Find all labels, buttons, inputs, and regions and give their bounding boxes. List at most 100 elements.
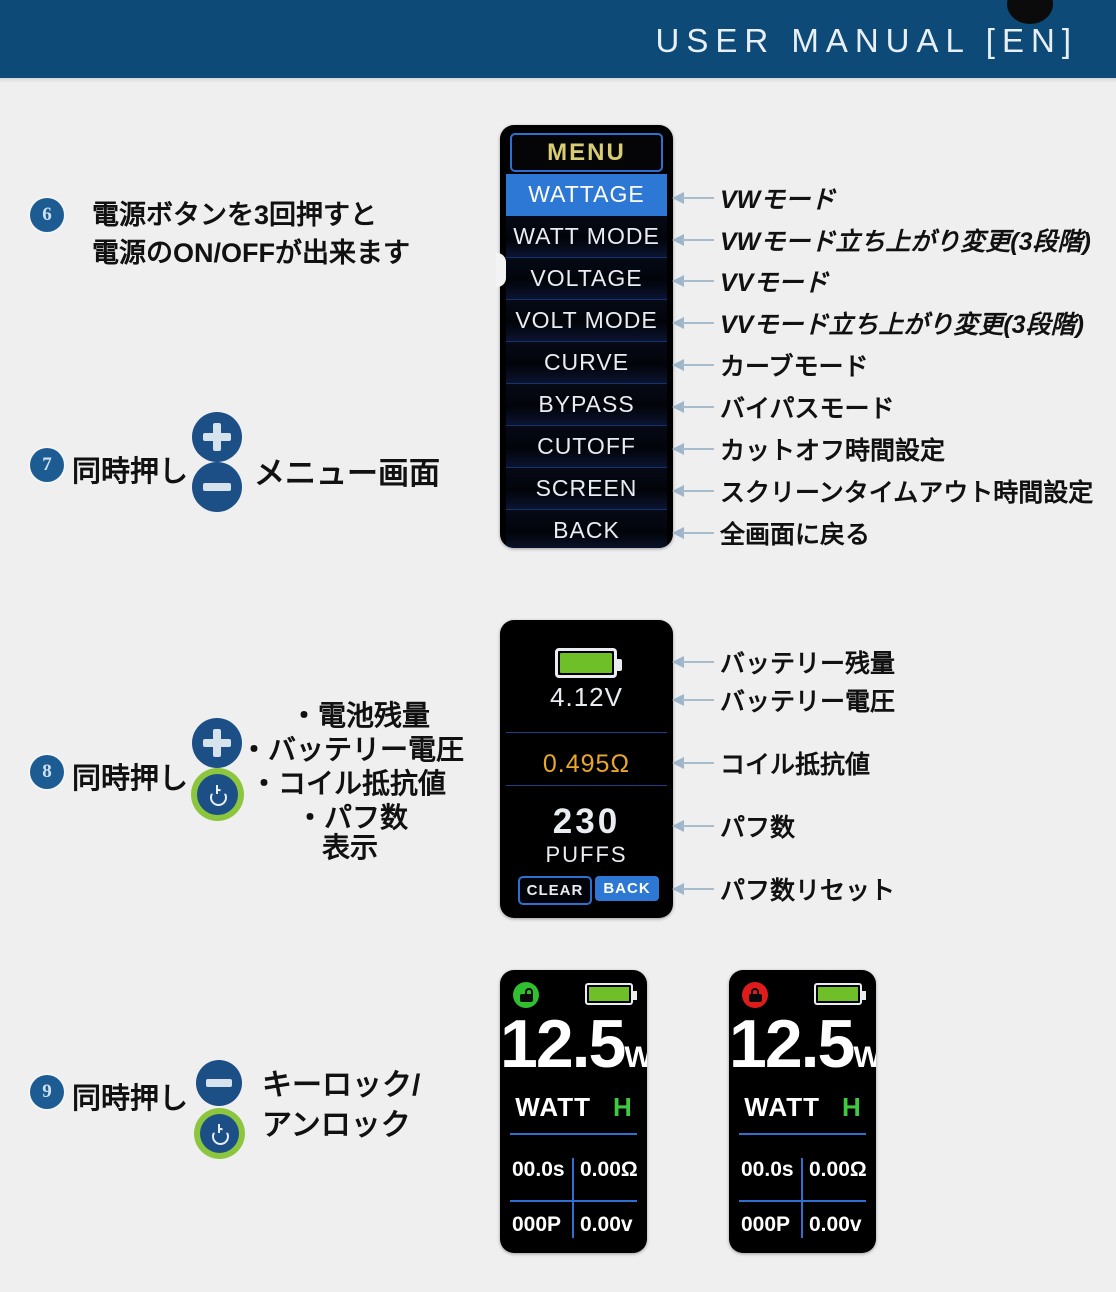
battery-fill bbox=[818, 987, 858, 1001]
back-button[interactable]: BACK bbox=[595, 876, 659, 901]
info-screen-device: 4.12V 0.495Ω 230 PUFFS CLEAR BACK bbox=[500, 620, 673, 918]
callout-text: パフ数 bbox=[720, 814, 796, 842]
arrow-left-icon bbox=[672, 694, 714, 706]
battery-fill bbox=[560, 653, 612, 673]
mode-level-label: H bbox=[841, 1092, 861, 1122]
page-header: USER MANUAL [EN] bbox=[0, 0, 1116, 78]
clear-button[interactable]: CLEAR bbox=[518, 876, 592, 905]
step-6-line-2: 電源のON/OFFが出来ます bbox=[92, 238, 410, 268]
callout-menu-curve: カーブモード bbox=[672, 347, 869, 383]
plus-icon-vertical bbox=[213, 729, 221, 757]
battery-icon bbox=[814, 983, 866, 1005]
arrow-left-icon bbox=[672, 656, 714, 668]
stat-cell-puffs: 000P bbox=[512, 1213, 562, 1236]
divider-line-2 bbox=[506, 785, 667, 786]
minus-icon bbox=[206, 1079, 232, 1087]
plus-button-step-8[interactable] bbox=[192, 718, 242, 768]
padlock-open-glyph bbox=[519, 988, 533, 1002]
callout-puff-reset: パフ数リセット bbox=[672, 871, 895, 907]
plus-icon-vertical bbox=[213, 423, 221, 451]
arrow-left-icon bbox=[672, 757, 714, 769]
step-number-9: 9 bbox=[30, 1075, 64, 1109]
arrow-left-icon bbox=[672, 192, 714, 204]
divider-line-top bbox=[510, 1133, 637, 1135]
menu-screen-device: MENU WATTAGE WATT MODE VOLTAGE VOLT MODE… bbox=[500, 125, 673, 548]
callout-menu-bypass: バイパスモード bbox=[672, 389, 895, 425]
callout-text: VVモード bbox=[720, 269, 829, 297]
arrow-left-icon bbox=[672, 443, 714, 455]
callout-text: VWモード bbox=[720, 186, 836, 214]
step-8-result-line-2: ・バッテリー電圧 bbox=[240, 734, 465, 765]
step-7-result: メニュー画面 bbox=[254, 456, 440, 491]
divider-line-1 bbox=[506, 732, 667, 733]
header-dot-decoration bbox=[1007, 0, 1053, 24]
battery-nub bbox=[861, 991, 866, 1000]
callout-text: カットオフ時間設定 bbox=[720, 437, 946, 465]
arrow-left-icon bbox=[672, 527, 714, 539]
battery-icon bbox=[585, 983, 637, 1005]
power-icon bbox=[209, 785, 226, 803]
menu-item-bypass[interactable]: BYPASS bbox=[506, 384, 667, 426]
step-number-8: 8 bbox=[30, 755, 64, 789]
callout-menu-cutoff: カットオフ時間設定 bbox=[672, 431, 945, 467]
arrow-left-icon bbox=[672, 883, 714, 895]
mode-label: WATT bbox=[744, 1092, 820, 1122]
menu-item-screen[interactable]: SCREEN bbox=[506, 468, 667, 510]
callout-text: 全画面に戻る bbox=[720, 521, 871, 549]
battery-nub bbox=[632, 991, 637, 1000]
step-6-line-1: 電源ボタンを3回押すと bbox=[92, 200, 378, 230]
callout-text: カーブモード bbox=[720, 353, 869, 381]
power-button-step-9[interactable] bbox=[194, 1108, 245, 1159]
step-9-result-line-1: キーロック/ bbox=[262, 1069, 421, 1102]
step-8-result-line-4: ・パフ数 bbox=[296, 802, 409, 833]
step-9-result-line-2: アンロック bbox=[262, 1109, 411, 1142]
menu-item-cutoff[interactable]: CUTOFF bbox=[506, 426, 667, 468]
callout-menu-back: 全画面に戻る bbox=[672, 515, 870, 551]
callout-menu-screen: スクリーンタイムアウト時間設定 bbox=[672, 473, 1093, 509]
step-8-press-label: 同時押し bbox=[72, 763, 189, 795]
header-shadow bbox=[0, 78, 1116, 83]
mode-level-label: H bbox=[612, 1092, 632, 1122]
watt-screen-unlocked: 12.5W WATT H 00.0s 0.00Ω 000P 0.00v bbox=[500, 970, 647, 1253]
callout-menu-wattage: VWモード bbox=[672, 180, 835, 216]
power-value-group: 12.5W bbox=[729, 1010, 876, 1092]
coil-resistance-value: 0.495Ω bbox=[542, 750, 631, 778]
step-8-result-line-3: ・コイル抵抗値 bbox=[250, 768, 447, 799]
battery-fill bbox=[589, 987, 629, 1001]
menu-item-watt-mode[interactable]: WATT MODE bbox=[506, 216, 667, 258]
divider-line-vertical bbox=[572, 1158, 574, 1238]
callout-text: バイパスモード bbox=[720, 395, 895, 423]
power-button-inner bbox=[200, 1114, 239, 1153]
stat-cell-resistance: 0.00Ω bbox=[809, 1158, 867, 1181]
power-button-step-8[interactable] bbox=[191, 768, 244, 821]
step-7-press-label: 同時押し bbox=[72, 456, 189, 488]
battery-voltage-value: 4.12V bbox=[550, 682, 623, 712]
callout-text: VWモード立ち上がり変更(3段階) bbox=[720, 228, 1091, 256]
divider-line-top bbox=[739, 1133, 866, 1135]
stat-cell-time: 00.0s bbox=[741, 1158, 794, 1181]
step-number-6: 6 bbox=[30, 198, 64, 232]
minus-button-step-9[interactable] bbox=[196, 1060, 242, 1106]
callout-menu-watt-mode: VWモード立ち上がり変更(3段階) bbox=[672, 222, 1091, 258]
plus-button-step-7[interactable] bbox=[192, 412, 242, 462]
menu-item-voltage[interactable]: VOLTAGE bbox=[506, 258, 667, 300]
menu-item-volt-mode[interactable]: VOLT MODE bbox=[506, 300, 667, 342]
minus-button-step-7[interactable] bbox=[192, 462, 242, 512]
unlock-icon bbox=[513, 982, 539, 1008]
menu-item-wattage[interactable]: WATTAGE bbox=[506, 174, 667, 216]
arrow-left-icon bbox=[672, 275, 714, 287]
callout-menu-volt-mode: VVモード立ち上がり変更(3段階) bbox=[672, 305, 1084, 341]
step-9-press-label: 同時押し bbox=[72, 1083, 189, 1115]
menu-item-curve[interactable]: CURVE bbox=[506, 342, 667, 384]
arrow-left-icon bbox=[672, 401, 714, 413]
minus-icon bbox=[203, 483, 231, 491]
stat-cell-resistance: 0.00Ω bbox=[580, 1158, 638, 1181]
battery-level-icon bbox=[555, 648, 622, 678]
power-unit: W bbox=[853, 1041, 876, 1074]
callout-battery-level: バッテリー残量 bbox=[672, 644, 895, 680]
info-screen-content: 4.12V 0.495Ω 230 PUFFS CLEAR BACK bbox=[500, 620, 673, 918]
power-button-inner bbox=[197, 774, 238, 815]
menu-item-back[interactable]: BACK bbox=[506, 510, 667, 548]
lock-icon bbox=[742, 982, 768, 1008]
callout-text: パフ数リセット bbox=[720, 877, 896, 905]
